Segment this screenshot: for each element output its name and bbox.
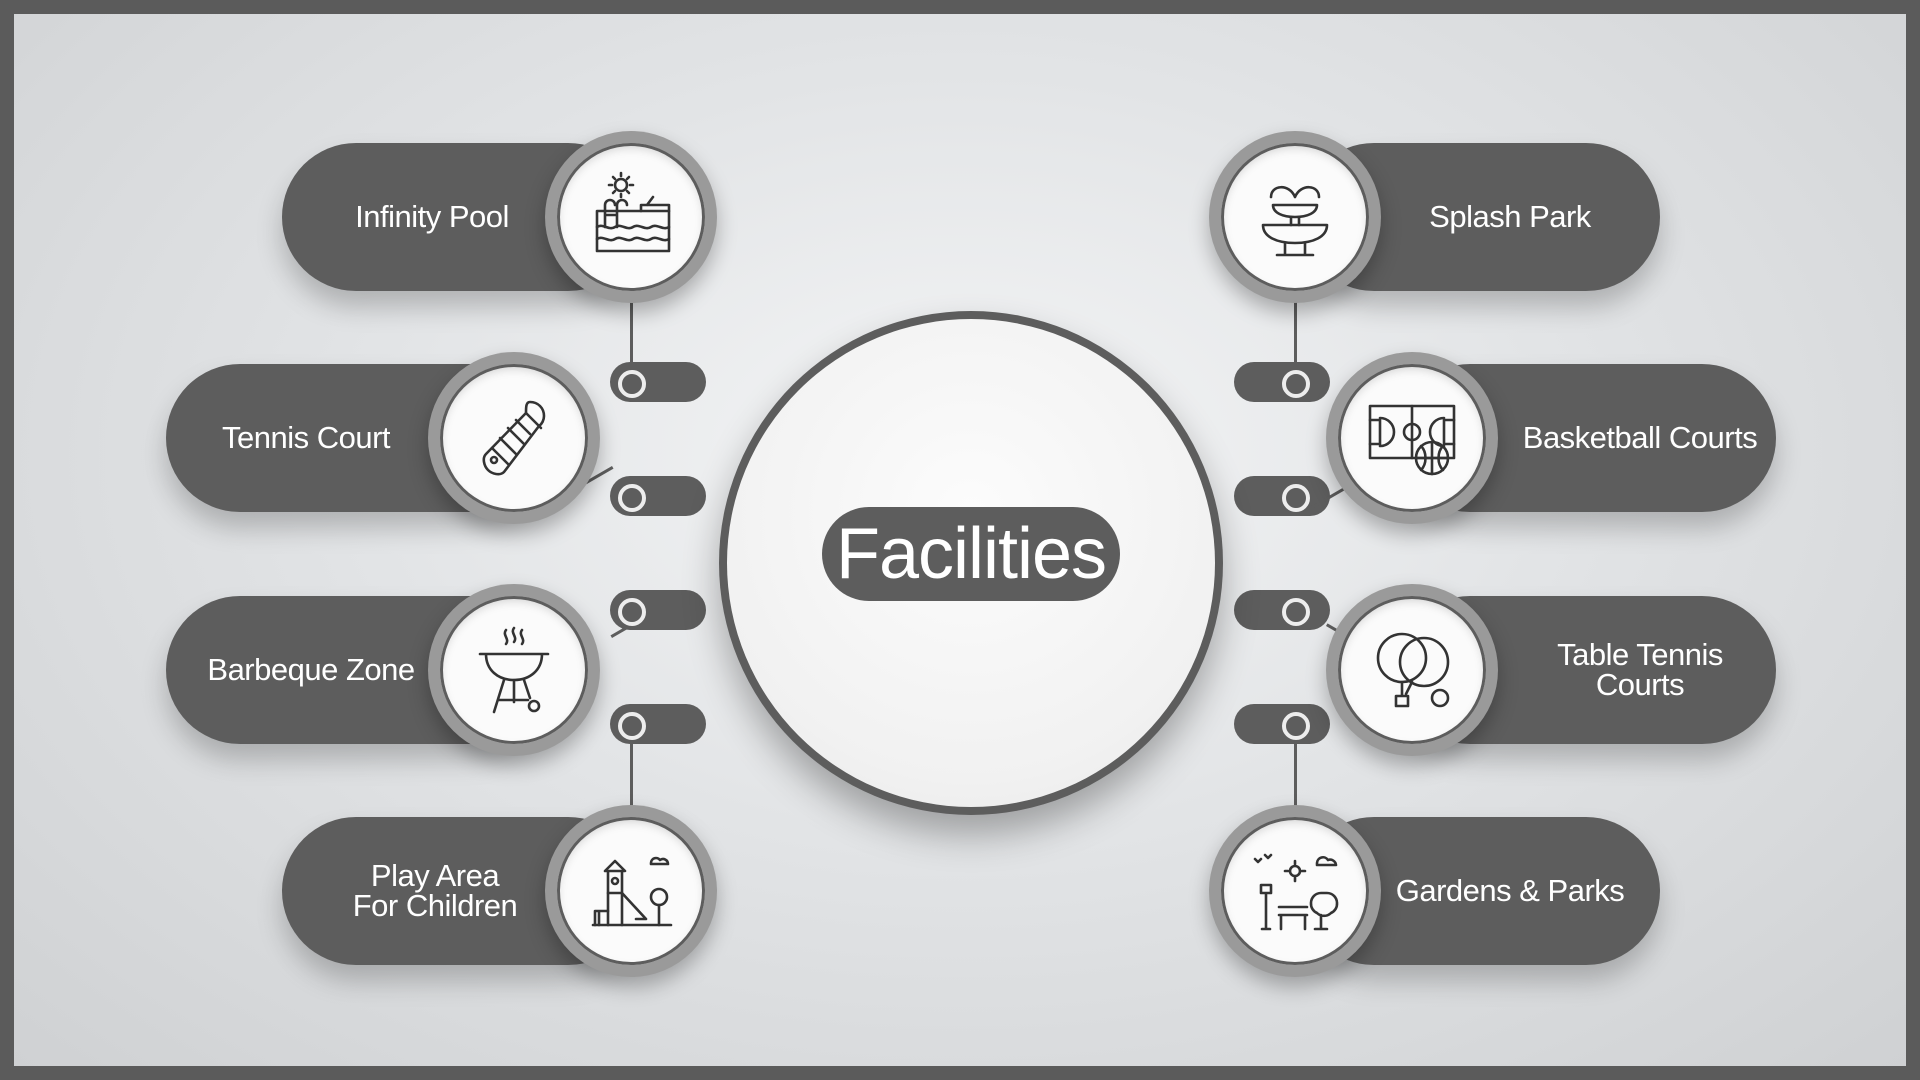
facility-label: Barbeque Zone xyxy=(207,652,415,687)
facility-label: Splash Park xyxy=(1429,199,1591,234)
connector-node xyxy=(1282,712,1310,740)
basketball-court-icon xyxy=(1368,404,1456,476)
connector-node xyxy=(1282,598,1310,626)
pool-icon xyxy=(595,171,671,253)
facility-node-gardens-parks xyxy=(1209,805,1381,977)
playground-icon xyxy=(591,856,673,927)
facility-node-table-tennis xyxy=(1326,584,1498,756)
connector-line xyxy=(1294,724,1297,828)
garden-park-icon xyxy=(1253,853,1339,931)
table-tennis-icon xyxy=(1376,632,1450,708)
facility-label: Gardens & Parks xyxy=(1395,873,1625,908)
facility-label: Basketball Courts xyxy=(1522,420,1758,455)
connector-line xyxy=(630,300,633,374)
connector-node xyxy=(618,712,646,740)
facility-node-splash-park xyxy=(1209,131,1381,303)
diagram-canvas: Facilities Infinity Pool Tennis Court xyxy=(14,14,1906,1066)
connector-line xyxy=(1294,300,1297,374)
barbeque-grill-icon xyxy=(478,626,550,714)
diagram-title: Facilities xyxy=(822,507,1120,601)
connector-line xyxy=(630,724,633,828)
connector-node xyxy=(1282,370,1310,398)
facility-node-basketball-courts xyxy=(1326,352,1498,524)
facility-label: Tennis Court xyxy=(221,420,391,455)
facility-node-barbeque-zone xyxy=(428,584,600,756)
connector-node xyxy=(618,370,646,398)
shuttlecock-icon xyxy=(482,400,546,476)
facility-node-tennis-court xyxy=(428,352,600,524)
facility-node-infinity-pool xyxy=(545,131,717,303)
facility-label: Play Area For Children xyxy=(352,858,518,923)
connector-node xyxy=(618,484,646,512)
facility-label: Infinity Pool xyxy=(355,199,509,234)
fountain-icon xyxy=(1261,185,1329,257)
facility-node-play-area xyxy=(545,805,717,977)
facility-label: Table Tennis Courts xyxy=(1557,637,1723,702)
connector-node xyxy=(1282,484,1310,512)
connector-node xyxy=(618,598,646,626)
